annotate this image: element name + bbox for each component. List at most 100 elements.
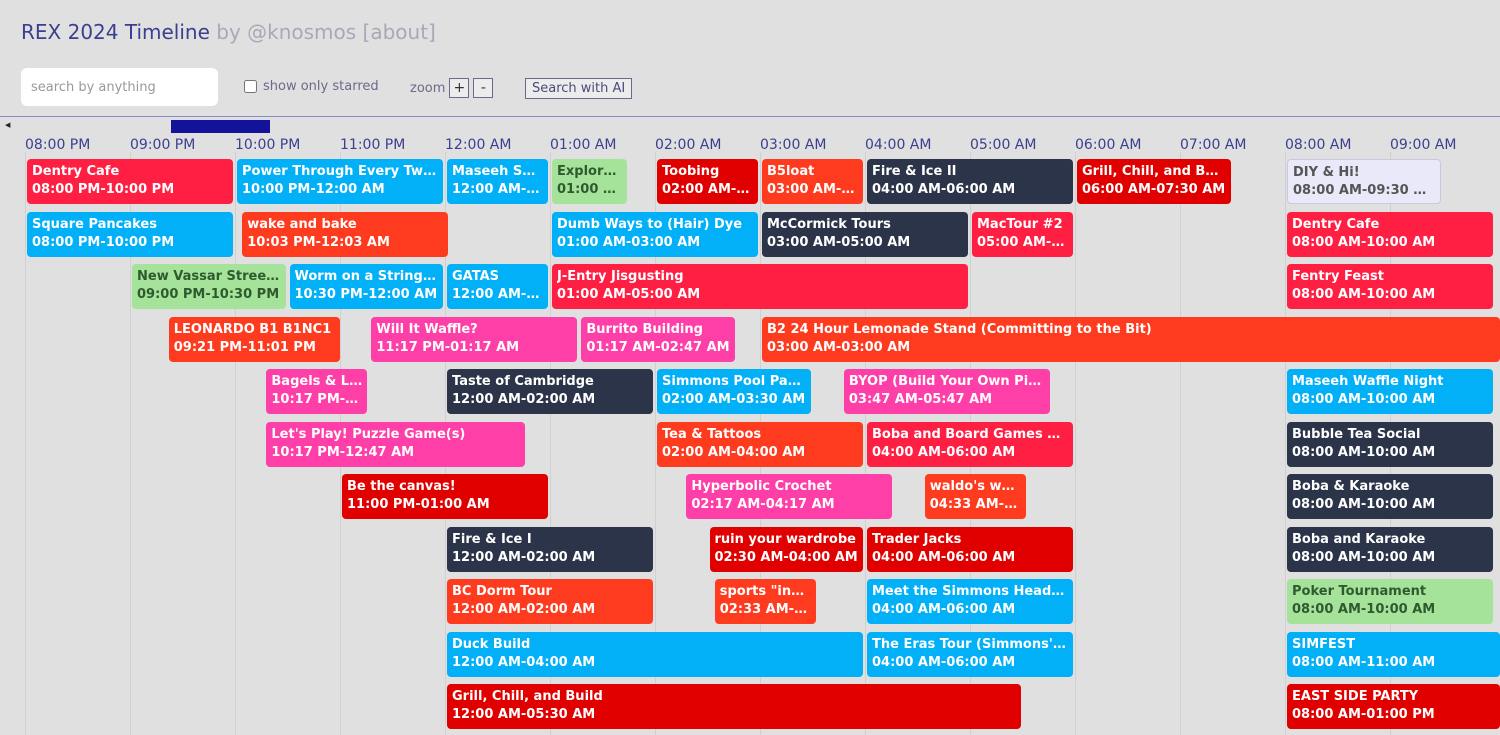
event-block[interactable]: Burrito Building 01:17 AM-02:47 AM: [581, 316, 735, 362]
event-time: 08:00 AM-10:00 AM: [1292, 444, 1436, 460]
event-name: waldo's wetland: [929, 479, 1021, 494]
event-name: BYOP (Build Your Own Pizza): [848, 374, 1045, 389]
event-block[interactable]: MacTour #2 05:00 AM-06:00 AM: [972, 211, 1073, 257]
event-time: 02:30 AM-04:00 AM: [714, 549, 858, 565]
hour-gridline: [235, 152, 236, 735]
event-block[interactable]: Will It Waffle?11:17 PM-01:17 AM: [371, 316, 578, 362]
starred-filter[interactable]: show only starred: [244, 79, 379, 94]
hour-gridline: [1285, 152, 1286, 735]
hour-tick-label: 11:00 PM: [340, 137, 406, 153]
event-block[interactable]: Maseeh Smores 12:00 AM-01:00 AM: [447, 159, 548, 204]
event-time: 04:00 AM-06:00 AM: [872, 549, 1016, 565]
header-divider: [0, 116, 1500, 117]
event-block[interactable]: B2 24 Hour Lemonade Stand (Committing to…: [762, 316, 1500, 362]
zoom-in-button[interactable]: +: [449, 78, 470, 98]
event-time: 12:00 AM-01:00 AM: [452, 287, 543, 302]
event-name: EAST SIDE PARTY: [1292, 689, 1419, 704]
event-time: 02:00 AM-04:00 AM: [662, 444, 806, 460]
event-block[interactable]: Let's Play! Puzzle Game(s)10:17 PM-12:47…: [266, 421, 525, 467]
event-block[interactable]: J-Entry Jisgusting 01:00 AM-05:00 AM: [552, 264, 968, 309]
byline-link[interactable]: by @knosmos [about]: [216, 20, 436, 44]
search-input[interactable]: [21, 68, 218, 106]
event-time: 01:17 AM-02:47 AM: [586, 339, 730, 355]
event-block[interactable]: Worm on a String Crafts10:30 PM-12:00 AM: [289, 264, 443, 309]
event-time: 04:33 AM-05:33 AM: [929, 497, 1021, 512]
event-name: Be the canvas!: [347, 479, 456, 494]
event-block[interactable]: Power Through Every Twilight10:00 PM-12:…: [237, 159, 443, 204]
event-time: 10:17 PM-11:17 PM: [271, 392, 363, 407]
ai-search-button[interactable]: Search with AI: [525, 78, 633, 99]
event-name: Burrito Building: [586, 321, 703, 337]
event-time: 08:00 AM-10:00 AM: [1292, 392, 1436, 407]
event-time: 02:00 AM-03:00 AM: [662, 182, 753, 197]
event-time: 12:00 AM-02:00 AM: [452, 549, 596, 565]
event-block[interactable]: Be the canvas!11:00 PM-01:00 AM: [342, 474, 548, 519]
event-name: wake and bake: [247, 216, 357, 232]
event-time: 08:00 AM-10:00 AM: [1292, 549, 1436, 565]
event-time: 05:00 AM-06:00 AM: [977, 234, 1068, 250]
event-block[interactable]: Explore Boston01:00 AM-01:45 AM: [552, 159, 627, 204]
hour-tick-label: 07:00 AM: [1180, 137, 1247, 153]
event-name: J-Entry Jisgusting: [557, 269, 684, 284]
event-block[interactable]: The Eras Tour (Simmons' Version)04:00 AM…: [867, 631, 1073, 677]
event-block[interactable]: sports "investing"02:33 AM-03:33 AM: [714, 579, 816, 624]
event-block[interactable]: DIY & Hi!08:00 AM-09:30 AM: [1287, 159, 1441, 204]
event-block[interactable]: Meet the Simmons Heads of House04:00 AM-…: [867, 579, 1073, 624]
event-name: Grill, Chill, and Build: [1082, 164, 1226, 179]
event-block[interactable]: GATAS 12:00 AM-01:00 AM: [447, 264, 548, 309]
event-name: Fire & Ice II: [872, 164, 957, 179]
event-time: 03:47 AM-05:47 AM: [848, 392, 993, 407]
hour-tick-label: 09:00 AM: [1390, 137, 1457, 153]
event-name: MacTour #2: [977, 216, 1063, 232]
starred-label: show only starred: [263, 79, 379, 94]
starred-checkbox[interactable]: [244, 80, 257, 93]
event-time: 12:00 AM-05:30 AM: [452, 707, 596, 722]
event-block[interactable]: BYOP (Build Your Own Pizza) 03:47 AM-05:4…: [843, 369, 1050, 414]
zoom-out-button[interactable]: -: [473, 78, 494, 98]
event-block[interactable]: New Vassar Street Tour09:00 PM-10:30 PM: [132, 264, 286, 309]
event-time: 12:00 AM-01:00 AM: [452, 182, 543, 197]
event-name: GATAS: [452, 269, 500, 284]
event-name: Boba and Board Games with Friends: [872, 426, 1068, 442]
event-name: Maseeh Smores: [452, 164, 543, 179]
scroll-left-arrow-icon[interactable]: ◀: [5, 121, 11, 129]
event-name: Fire & Ice I: [452, 531, 532, 547]
hour-tick-label: 05:00 AM: [970, 137, 1037, 153]
timeline-scrollbar-thumb[interactable]: [171, 120, 270, 133]
event-block[interactable]: Boba and Board Games with Friends04:00 A…: [867, 421, 1073, 467]
event-block[interactable]: Fire & Ice I 12:00 AM-02:00 AM: [447, 526, 653, 572]
event-time: 01:00 AM-05:00 AM: [557, 287, 701, 302]
hour-gridline: [550, 152, 551, 735]
hour-gridline: [655, 152, 656, 735]
event-block[interactable]: waldo's wetland 04:33 AM-05:33 AM: [924, 474, 1026, 519]
